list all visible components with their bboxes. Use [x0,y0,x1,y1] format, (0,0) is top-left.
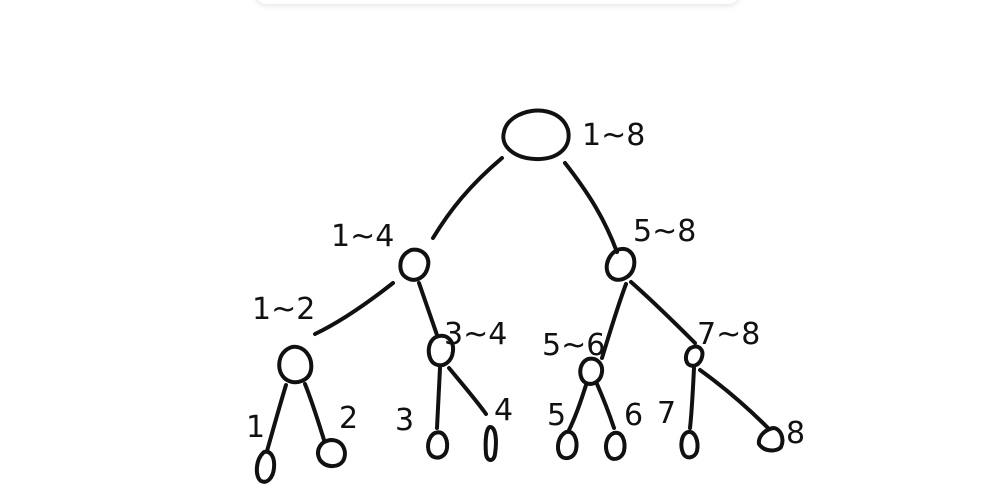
tree-leaf-7 [679,429,700,460]
label-leaf-2: 2 [339,401,358,436]
edge-1-2-to-2 [303,382,326,442]
edge-5-8-to-7-8 [629,280,697,345]
edge-root-to-1-4 [431,156,504,240]
label-leaf-6: 6 [624,398,643,433]
edge-1-2-to-1 [265,383,288,453]
tree-node-1-4 [398,247,431,282]
label-root: 1~8 [582,118,645,153]
edge-1-4-to-1-2 [313,281,395,336]
label-5-8: 5~8 [633,214,696,249]
tree-leaf-4 [483,425,498,462]
label-leaf-3: 3 [395,403,414,438]
label-1-2: 1~2 [252,292,315,327]
top-panel-edge [255,0,740,4]
tree-leaf-3 [426,430,450,460]
label-7-8: 7~8 [697,317,760,352]
tree-node-3-4 [426,333,456,368]
tree-leaf-8 [756,426,785,453]
label-5-6: 5~6 [542,328,605,363]
edge-root-to-5-8 [563,161,619,254]
edge-5-6-to-5 [567,383,588,432]
edge-5-8-to-5-6 [600,282,628,360]
tree-node-5-8 [604,247,637,282]
edge-7-8-to-8 [698,368,770,430]
label-leaf-8: 8 [786,416,805,451]
label-leaf-4: 4 [494,393,513,428]
edge-5-6-to-6 [595,382,616,430]
edge-7-8-to-7 [688,366,696,430]
edge-3-4-to-3 [435,366,442,430]
label-3-4: 3~4 [444,317,507,352]
label-leaf-5: 5 [547,398,566,433]
label-leaf-1: 1 [246,410,265,445]
tree-node-root [501,108,571,162]
tree-leaf-5 [556,429,579,461]
tree-node-5-6 [578,356,605,386]
label-1-4: 1~4 [331,219,394,254]
tree-node-1-2 [277,344,314,385]
edge-1-4-to-3-4 [417,281,439,337]
tree-node-7-8 [683,344,705,368]
tree-leaf-2 [316,438,347,469]
tree-leaf-1 [254,449,277,484]
tree-leaf-6 [604,430,627,461]
edge-3-4-to-4 [447,366,488,416]
label-leaf-7: 7 [657,396,676,431]
